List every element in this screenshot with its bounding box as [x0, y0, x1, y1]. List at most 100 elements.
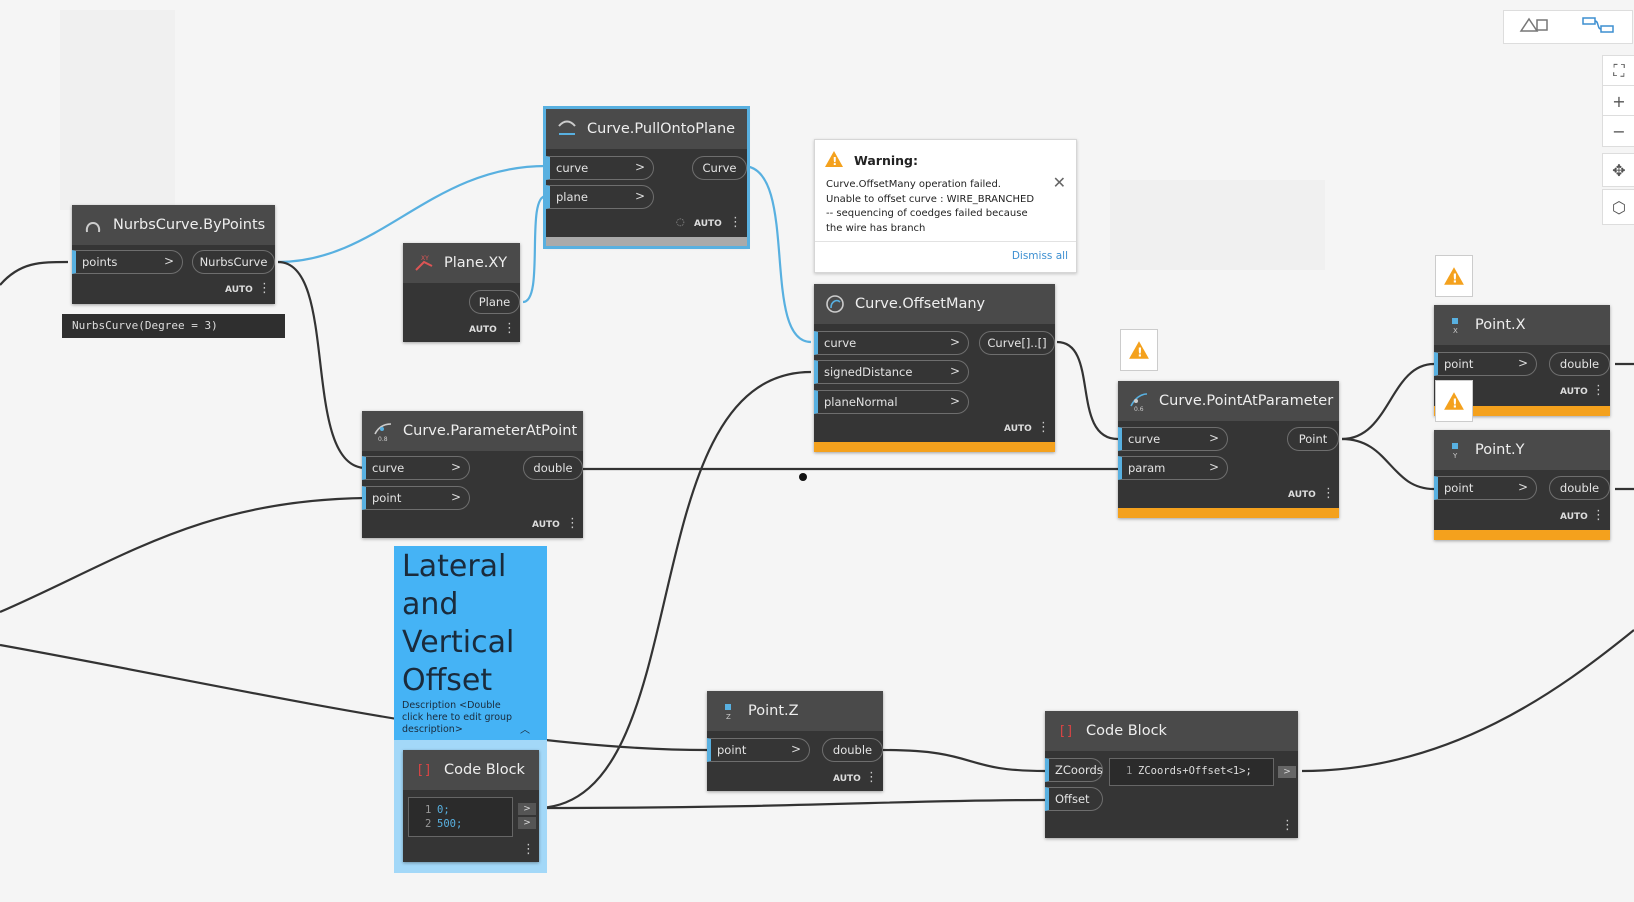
input-port-planenormal[interactable]: planeNormal>	[814, 390, 969, 414]
code-editor[interactable]: 1 0; 2 500;	[408, 797, 513, 837]
zoom-out-button[interactable]: −	[1602, 115, 1634, 147]
wire	[0, 260, 69, 286]
collapse-icon[interactable]: ︿	[520, 725, 530, 736]
node-menu-icon[interactable]: ⋮	[865, 770, 878, 785]
output-port-line-1[interactable]: >	[518, 803, 536, 815]
input-port-curve[interactable]: curve>	[814, 331, 969, 355]
node-header[interactable]: XY Plane.XY	[403, 243, 520, 283]
parameter-at-point-icon: 0.8	[372, 420, 394, 442]
node-header[interactable]: Curve.OffsetMany	[814, 284, 1055, 324]
node-header[interactable]: NurbsCurve.ByPoints	[72, 205, 275, 245]
minus-icon: −	[1612, 121, 1626, 141]
output-port[interactable]: >	[1278, 766, 1296, 778]
output-port-point[interactable]: Point	[1287, 427, 1339, 451]
output-port-double[interactable]: double	[822, 738, 883, 762]
node-point-x[interactable]: X Point.X point> double AUTO ⋮	[1434, 305, 1610, 416]
preview-hidden-icon[interactable]: ◌	[676, 217, 685, 228]
lacing-label[interactable]: AUTO	[469, 325, 497, 335]
input-port-point[interactable]: point>	[362, 486, 470, 510]
lacing-label[interactable]: AUTO	[833, 774, 861, 784]
output-port-double[interactable]: double	[1549, 352, 1610, 376]
node-menu-icon[interactable]: ⋮	[258, 281, 271, 296]
input-port-plane[interactable]: plane>	[546, 185, 654, 209]
warning-indicator[interactable]: !	[1435, 380, 1473, 422]
lacing-label[interactable]: AUTO	[1560, 512, 1588, 522]
node-point-y[interactable]: Y Point.Y point> double AUTO ⋮	[1434, 430, 1610, 540]
zoom-in-button[interactable]: +	[1602, 85, 1634, 117]
warning-icon: !	[1444, 392, 1464, 411]
output-port-curve[interactable]: Curve	[692, 156, 747, 180]
node-menu-icon[interactable]: ⋮	[1322, 486, 1335, 501]
input-port-curve[interactable]: curve>	[362, 456, 470, 480]
lacing-label[interactable]: AUTO	[694, 219, 722, 229]
group-description[interactable]: Description <Double click here to edit g…	[402, 700, 513, 735]
node-curve-pullontoplane[interactable]: Curve.PullOntoPlane curve> plane> Curve …	[543, 106, 750, 249]
warning-indicator[interactable]: !	[1435, 255, 1473, 297]
input-port-zcoords[interactable]: ZCoords	[1045, 758, 1103, 782]
geometry-view-icon[interactable]	[1519, 15, 1551, 39]
node-header[interactable]: [] Code Block	[403, 750, 539, 790]
lacing-label[interactable]: AUTO	[225, 285, 253, 295]
node-header[interactable]: 0.8 Curve.ParameterAtPoint	[362, 411, 583, 451]
input-port-offset[interactable]: Offset	[1045, 787, 1103, 811]
node-curve-pointatparameter[interactable]: 0.6 Curve.PointAtParameter curve> param>…	[1118, 381, 1339, 518]
output-port-line-2[interactable]: >	[518, 817, 536, 829]
output-port-nurbscurve[interactable]: NurbsCurve	[192, 250, 275, 274]
node-curve-parameteratpoint[interactable]: 0.8 Curve.ParameterAtPoint curve> point>…	[362, 411, 583, 538]
node-point-z[interactable]: Z Point.Z point> double AUTO ⋮	[707, 691, 883, 791]
input-port-points[interactable]: points>	[72, 250, 183, 274]
code-editor[interactable]: 1 ZCoords+Offset<1>;	[1109, 758, 1274, 786]
port-label: point	[1444, 481, 1474, 495]
port-arrow: >	[450, 490, 461, 504]
dismiss-all-link[interactable]: Dismiss all	[1011, 250, 1068, 262]
input-port-point[interactable]: point>	[707, 738, 810, 762]
output-port-double[interactable]: double	[1549, 476, 1610, 500]
lacing-label[interactable]: AUTO	[1004, 424, 1032, 434]
node-header[interactable]: Y Point.Y	[1434, 430, 1610, 470]
node-title: Point.X	[1475, 317, 1526, 333]
node-menu-icon[interactable]: ⋮	[1592, 383, 1605, 398]
node-menu-icon[interactable]: ⋮	[1592, 508, 1605, 523]
input-port-point[interactable]: point>	[1434, 476, 1537, 500]
node-menu-icon[interactable]: ⋮	[503, 321, 516, 336]
node-menu-icon[interactable]: ⋮	[1281, 818, 1294, 833]
wire-reroute-dot	[799, 473, 807, 481]
line-number: 1	[425, 804, 432, 816]
view-toggle[interactable]	[1503, 10, 1633, 44]
lacing-label[interactable]: AUTO	[1288, 490, 1316, 500]
group-title[interactable]: Lateral and Vertical Offset	[402, 549, 515, 698]
lacing-label[interactable]: AUTO	[532, 520, 560, 530]
node-nurbscurve-bypoints[interactable]: NurbsCurve.ByPoints points> NurbsCurve A…	[72, 205, 275, 304]
node-header[interactable]: Curve.PullOntoPlane	[546, 109, 747, 149]
close-icon[interactable]: ✕	[1052, 173, 1066, 192]
zoom-to-fit-button[interactable]: ⛶	[1602, 55, 1634, 87]
pan-button[interactable]: ✥	[1602, 153, 1634, 187]
lacing-label[interactable]: AUTO	[1560, 387, 1588, 397]
output-port-double[interactable]: double	[523, 456, 583, 480]
node-menu-icon[interactable]: ⋮	[522, 842, 535, 857]
warning-popup[interactable]: ! Warning: ✕ Curve.OffsetMany operation …	[814, 139, 1077, 273]
input-port-curve[interactable]: curve>	[1118, 427, 1228, 451]
input-port-signeddistance[interactable]: signedDistance>	[814, 360, 969, 384]
output-port-curve-list[interactable]: Curve[]..[]	[979, 331, 1055, 355]
node-menu-icon[interactable]: ⋮	[1037, 420, 1050, 435]
node-preview-bubble[interactable]: NurbsCurve(Degree = 3)	[62, 314, 285, 338]
node-code-block-values[interactable]: [] Code Block 1 0; 2 500; > > ⋮	[403, 750, 539, 862]
input-port-param[interactable]: param>	[1118, 456, 1228, 480]
input-port-curve[interactable]: curve>	[546, 156, 654, 180]
node-header[interactable]: Z Point.Z	[707, 691, 883, 731]
graph-view-icon[interactable]	[1581, 15, 1617, 39]
input-port-point[interactable]: point>	[1434, 352, 1537, 376]
node-menu-icon[interactable]: ⋮	[729, 215, 742, 230]
node-header[interactable]: 0.6 Curve.PointAtParameter	[1118, 381, 1339, 421]
node-plane-xy[interactable]: XY Plane.XY Plane AUTO ⋮	[403, 243, 520, 342]
output-port-plane[interactable]: Plane	[469, 290, 520, 314]
node-header[interactable]: [] Code Block	[1045, 711, 1298, 751]
node-code-block-formula[interactable]: [] Code Block ZCoords Offset 1 ZCoords+O…	[1045, 711, 1298, 838]
warning-indicator[interactable]: !	[1120, 329, 1158, 371]
node-menu-icon[interactable]: ⋮	[566, 516, 579, 531]
node-curve-offsetmany[interactable]: Curve.OffsetMany curve> signedDistance> …	[814, 284, 1055, 452]
orbit-button[interactable]: ⬡	[1602, 189, 1634, 225]
node-header[interactable]: X Point.X	[1434, 305, 1610, 345]
